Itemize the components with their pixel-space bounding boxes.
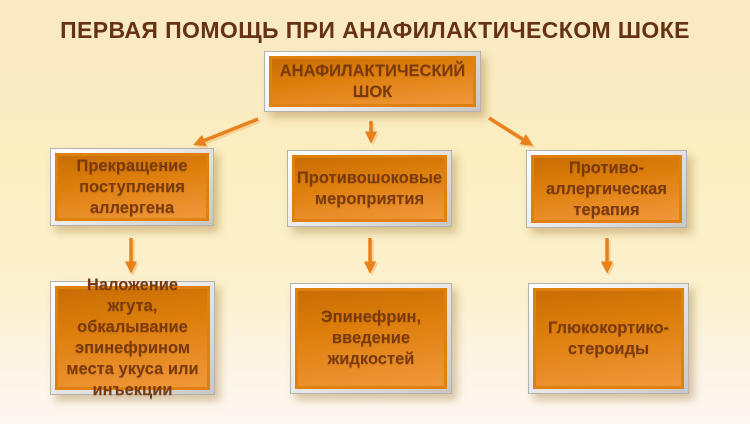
arrow-root-to-branch-1 — [193, 117, 259, 147]
node-antishock-measures-face: Противошоковые мероприятия — [292, 155, 447, 222]
page-title: ПЕРВАЯ ПОМОЩЬ ПРИ АНАФИЛАКТИЧЕСКОМ ШОКЕ — [60, 17, 690, 43]
node-stop-allergen: Прекращение поступления аллергена — [50, 148, 214, 226]
node-antiallergic-therapy-face: Противо-аллергическая терапия — [531, 155, 682, 223]
node-label: Глюкокортико-стероиды — [547, 318, 670, 358]
node-label: Наложение жгута, обкалывание эпинефрином… — [66, 276, 199, 399]
node-stop-allergen-face: Прекращение поступления аллергена — [55, 153, 209, 221]
node-label: Прекращение поступления аллергена — [76, 156, 188, 217]
node-epinephrine-fluids: Эпинефрин, введение жидкостей — [290, 283, 452, 394]
node-tourniquet-epinephrine: Наложение жгута, обкалывание эпинефрином… — [50, 276, 215, 399]
arrow-root-to-branch-3 — [488, 116, 534, 146]
node-anaphylactic-shock-face: АНАФИЛАКТИЧЕСКИЙ ШОК — [269, 56, 476, 107]
node-glucocorticosteroids: Глюкокортико-стероиды — [528, 283, 689, 394]
node-label: Противо-аллергическая терапия — [546, 158, 667, 219]
node-glucocorticosteroids-face: Глюкокортико-стероиды — [533, 288, 684, 389]
node-tourniquet-epinephrine-face: Наложение жгута, обкалывание эпинефрином… — [55, 276, 210, 399]
node-label: АНАФИЛАКТИЧЕСКИЙ ШОК — [279, 61, 466, 101]
node-antiallergic-therapy: Противо-аллергическая терапия — [526, 150, 687, 228]
node-label: Противошоковые мероприятия — [296, 168, 443, 208]
node-antishock-measures: Противошоковые мероприятия — [287, 150, 452, 227]
node-label: Эпинефрин, введение жидкостей — [320, 308, 422, 368]
node-epinephrine-fluids-face: Эпинефрин, введение жидкостей — [295, 288, 447, 389]
node-anaphylactic-shock: АНАФИЛАКТИЧЕСКИЙ ШОК — [264, 51, 481, 112]
